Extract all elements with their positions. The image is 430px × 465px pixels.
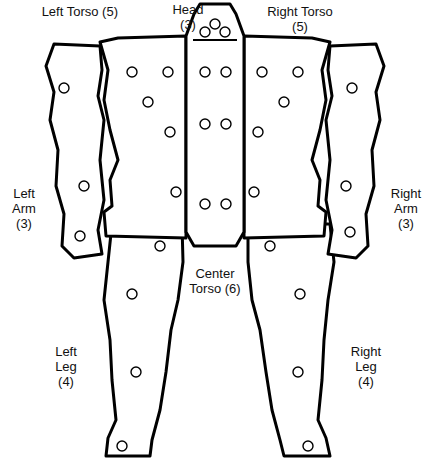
location-label: Center Torso (6) bbox=[188, 266, 242, 296]
location-label: Left Arm (3) bbox=[4, 186, 44, 231]
location-label: Left Leg (4) bbox=[46, 344, 86, 389]
armor-pips bbox=[59, 19, 357, 451]
location-label: Right Leg (4) bbox=[346, 344, 386, 389]
location-label: Right Torso (5) bbox=[258, 4, 342, 34]
location-label: Head (3) bbox=[172, 2, 204, 32]
location-label: Right Arm (3) bbox=[386, 186, 426, 231]
location-label: Left Torso (5) bbox=[38, 4, 118, 19]
